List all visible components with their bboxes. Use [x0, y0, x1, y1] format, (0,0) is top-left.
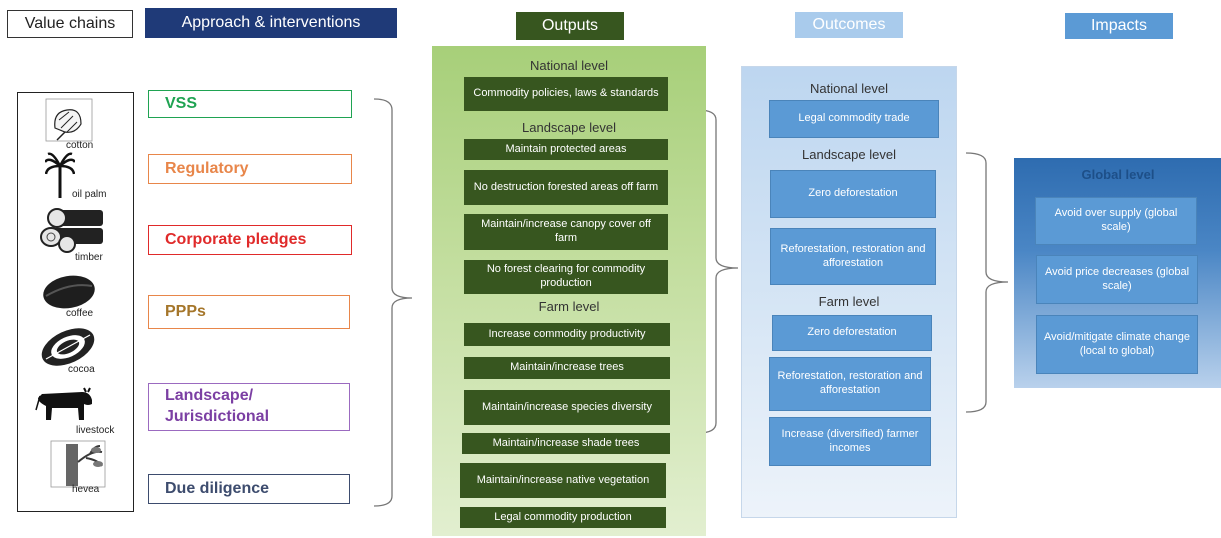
approach-ppps: PPPs	[148, 295, 350, 329]
cotton-icon	[45, 98, 93, 142]
outcome-box: Zero deforestation	[770, 170, 936, 218]
value-chain-label-hevea: hevea	[72, 484, 100, 495]
output-box: Increase commodity productivity	[464, 323, 670, 346]
outcomes-farm-level-label: Farm level	[818, 294, 880, 309]
cocoa-pod-icon	[41, 328, 95, 366]
impacts-header: Impacts	[1065, 13, 1173, 39]
approach-corporate-pledges: Corporate pledges	[148, 225, 352, 255]
output-box: No destruction forested areas off farm	[464, 170, 668, 205]
impact-box: Avoid/mitigate climate change (local to …	[1036, 315, 1198, 374]
outputs-header: Outputs	[516, 12, 624, 40]
outcome-box: Zero deforestation	[772, 315, 932, 351]
value-chain-label-livestock: livestock	[76, 425, 115, 436]
output-box: Legal commodity production	[460, 507, 666, 528]
outputs-landscape-level-label: Landscape level	[522, 120, 616, 135]
approach-regulatory: Regulatory	[148, 154, 352, 184]
outcomes-landscape-level-label: Landscape level	[802, 147, 896, 162]
output-box: No forest clearing for commodity product…	[464, 260, 668, 294]
output-box: Maintain/increase canopy cover off farm	[464, 214, 668, 250]
value-chain-label-oil-palm: oil palm	[72, 189, 107, 200]
approach-header: Approach & interventions	[145, 8, 397, 38]
approach-due-diligence: Due diligence	[148, 474, 350, 504]
approach-landscape-jurisdictional: Landscape/ Jurisdictional	[148, 383, 350, 431]
output-box: Maintain/increase native vegetation	[460, 463, 666, 498]
outcome-box: Legal commodity trade	[769, 100, 939, 138]
value-chains-panel	[17, 92, 134, 512]
outputs-farm-level-label: Farm level	[538, 299, 600, 314]
value-chain-label-timber: timber	[75, 252, 103, 263]
impact-box: Avoid over supply (global scale)	[1035, 197, 1197, 245]
log-icon	[40, 208, 103, 253]
palm-tree-icon	[45, 152, 75, 198]
outputs-national-level-label: National level	[529, 58, 609, 73]
value-chain-label-cocoa: cocoa	[68, 364, 95, 375]
outcome-box: Increase (diversified) farmer incomes	[769, 417, 931, 466]
outcome-box: Reforestation, restoration and afforesta…	[770, 228, 936, 285]
outcome-box: Reforestation, restoration and afforesta…	[769, 357, 931, 411]
rubber-tree-icon	[50, 440, 106, 488]
cow-icon	[35, 387, 92, 420]
value-chain-label-cotton: cotton	[66, 140, 94, 151]
output-box: Maintain/increase species diversity	[464, 390, 670, 425]
output-box: Commodity policies, laws & standards	[464, 77, 668, 111]
outcomes-header: Outcomes	[795, 12, 903, 38]
value-chain-label-coffee: coffee	[66, 308, 94, 319]
output-box: Maintain/increase shade trees	[462, 433, 670, 454]
approach-vss: VSS	[148, 90, 352, 118]
impact-box: Avoid price decreases (global scale)	[1036, 255, 1198, 304]
impacts-global-level-label: Global level	[1081, 167, 1155, 182]
coffee-bean-icon	[43, 275, 95, 309]
value-chains-header: Value chains	[7, 10, 133, 38]
output-box: Maintain/increase trees	[464, 357, 670, 379]
outcomes-national-level-label: National level	[809, 81, 889, 96]
output-box: Maintain protected areas	[464, 139, 668, 160]
